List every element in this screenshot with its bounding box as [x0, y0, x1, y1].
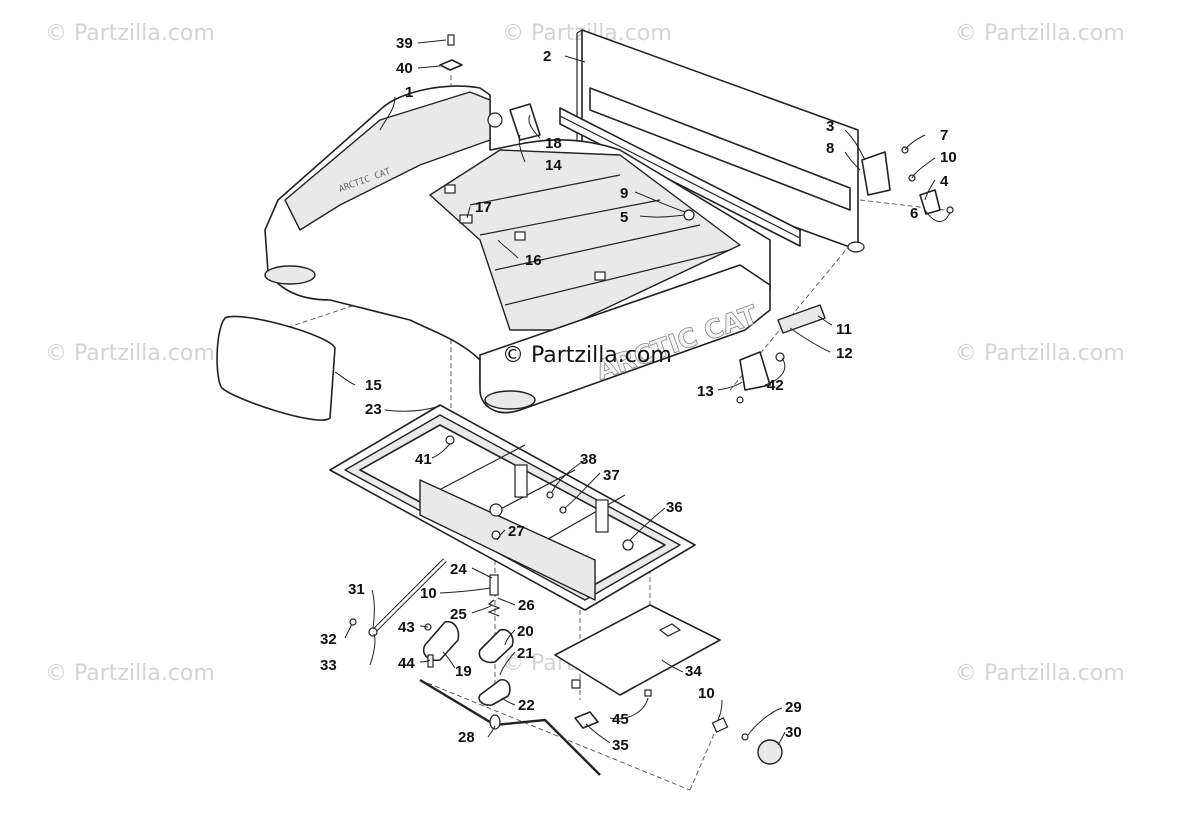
callout-4: 4 [940, 173, 949, 190]
latch-assembly [861, 146, 954, 215]
callout-20: 20 [517, 623, 534, 640]
callout-43: 43 [398, 619, 415, 636]
callout-13: 13 [697, 383, 714, 400]
callout-32: 32 [320, 631, 337, 648]
callout-28: 28 [458, 729, 475, 746]
callout-10-mid: 10 [420, 585, 437, 602]
callout-33: 33 [320, 657, 337, 674]
callouts: 39 40 1 2 18 14 3 8 7 10 4 6 9 5 17 16 1… [320, 35, 957, 754]
watermark-bottom-right: © Partzilla.com [955, 661, 1125, 686]
watermark-mid-left: © Partzilla.com [45, 341, 215, 366]
callout-17: 17 [475, 199, 492, 216]
callout-11: 11 [836, 321, 852, 338]
callout-22: 22 [518, 697, 535, 714]
callout-12: 12 [836, 345, 853, 362]
callout-23: 23 [365, 401, 382, 418]
cargo-box: ARCTIC CAT ARCTIC CAT [264, 85, 771, 414]
callout-16: 16 [525, 252, 542, 269]
callout-25: 25 [450, 606, 467, 623]
callout-7: 7 [940, 127, 948, 144]
callout-40: 40 [396, 60, 413, 77]
callout-3: 3 [826, 118, 834, 135]
callout-35: 35 [612, 737, 629, 754]
fastener-17 [459, 214, 473, 224]
callout-15: 15 [365, 377, 382, 394]
callout-31: 31 [348, 581, 365, 598]
callout-36: 36 [666, 499, 683, 516]
tailgate-rail [559, 107, 801, 247]
callout-6: 6 [910, 205, 918, 222]
callout-10-top: 10 [940, 149, 957, 166]
watermarks: © Partzilla.com © Partzilla.com © Partzi… [45, 21, 1125, 686]
nut-5 [683, 209, 695, 221]
callout-5: 5 [620, 209, 628, 226]
callout-38: 38 [580, 451, 597, 468]
gas-strut [349, 558, 447, 637]
tailgate [576, 29, 865, 253]
bracket-13 [736, 351, 785, 404]
callout-10-bottom: 10 [698, 685, 715, 702]
callout-24: 24 [450, 561, 467, 578]
watermark-top-right: © Partzilla.com [955, 21, 1125, 46]
callout-27: 27 [508, 523, 525, 540]
callout-21: 21 [517, 645, 534, 662]
watermark-center: © Partzilla.com [502, 343, 672, 368]
leader-lines [334, 39, 951, 746]
subframe [329, 404, 696, 611]
callout-14: 14 [545, 157, 562, 174]
reflector [777, 304, 826, 334]
callout-1: 1 [405, 84, 413, 101]
callout-30: 30 [785, 724, 802, 741]
callout-37: 37 [603, 467, 620, 484]
cushion [216, 315, 336, 421]
callout-29: 29 [785, 699, 802, 716]
watermark-mid-right: © Partzilla.com [955, 341, 1125, 366]
callout-45: 45 [612, 711, 629, 728]
floor-plate [554, 604, 721, 729]
bracket-14 [509, 103, 541, 141]
callout-39: 39 [396, 35, 413, 52]
watermark-top-left: © Partzilla.com [45, 21, 215, 46]
callout-9: 9 [620, 185, 628, 202]
release-rod [419, 678, 783, 776]
callout-41: 41 [415, 451, 432, 468]
callout-8: 8 [826, 140, 834, 157]
callout-42: 42 [767, 377, 784, 394]
callout-44: 44 [398, 655, 415, 672]
callout-2: 2 [543, 48, 551, 65]
callout-26: 26 [518, 597, 535, 614]
callout-18: 18 [545, 135, 562, 152]
callout-19: 19 [455, 663, 472, 680]
fastener-39-40 [439, 34, 463, 71]
callout-34: 34 [685, 663, 702, 680]
watermark-bottom-left: © Partzilla.com [45, 661, 215, 686]
